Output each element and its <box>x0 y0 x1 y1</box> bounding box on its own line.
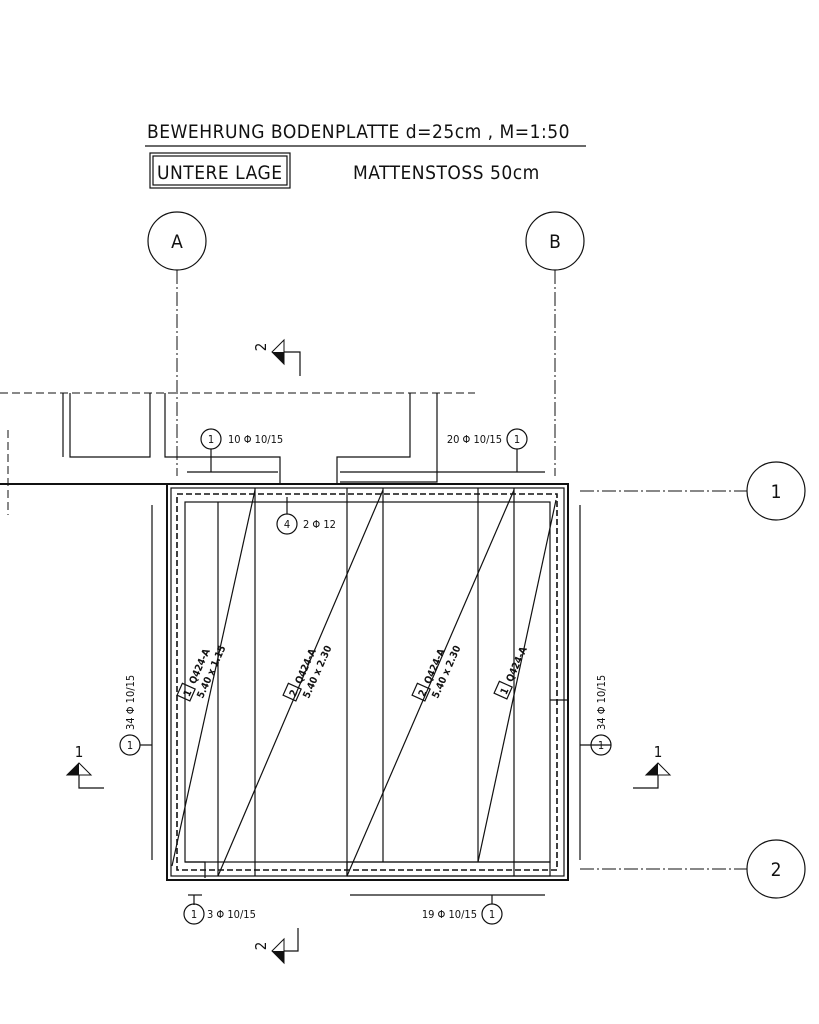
svg-text:2: 2 <box>252 343 270 352</box>
svg-text:B: B <box>549 231 561 253</box>
section-marker-right: 1 <box>633 743 672 789</box>
svg-text:1: 1 <box>182 688 195 698</box>
svg-text:3 Φ 10/15: 3 Φ 10/15 <box>207 908 256 921</box>
section-marker-bottom: 2 <box>252 928 299 965</box>
section-marker-left: 1 <box>65 743 104 789</box>
grid-axis-2: 2 <box>580 839 806 899</box>
svg-text:10 Φ 10/15: 10 Φ 10/15 <box>228 433 283 446</box>
callout-top-left: 1 10 Φ 10/15 <box>187 428 283 473</box>
svg-text:1: 1 <box>191 908 197 921</box>
adjacent-walls <box>0 392 475 515</box>
svg-text:1: 1 <box>499 686 512 696</box>
svg-text:2: 2 <box>771 859 782 881</box>
layer-box-inner <box>152 155 288 186</box>
svg-text:34 Φ 10/15: 34 Φ 10/15 <box>595 675 608 730</box>
mat-label-4: 1 Q424-A <box>493 645 530 700</box>
layer-label: UNTERE LAGE <box>157 162 283 184</box>
layer-box-outer <box>149 152 291 189</box>
grid-axis-b: B <box>525 211 585 476</box>
callout-edge-bar: 4 2 Φ 12 <box>276 497 336 535</box>
svg-text:1: 1 <box>489 908 495 921</box>
svg-text:2: 2 <box>252 942 270 951</box>
svg-text:20 Φ 10/15: 20 Φ 10/15 <box>447 433 502 446</box>
svg-text:1: 1 <box>127 739 133 752</box>
callout-top-right: 1 20 Φ 10/15 <box>340 428 545 473</box>
svg-text:1: 1 <box>75 743 84 761</box>
svg-text:Q424-A: Q424-A <box>505 645 530 683</box>
svg-text:1: 1 <box>598 739 604 752</box>
mat-label-3: 2 Q424-A 5.40 x 2.30 <box>411 644 463 702</box>
svg-text:1: 1 <box>771 481 782 503</box>
mat-lines <box>171 488 557 878</box>
callout-bottom-right: 1 19 Φ 10/15 <box>350 894 545 925</box>
grid-axis-a: A <box>147 211 207 476</box>
callout-bottom-left: 1 3 Φ 10/15 <box>183 894 256 925</box>
callout-right: 1 34 Φ 10/15 <box>579 505 612 860</box>
slab-outline <box>166 483 569 881</box>
svg-text:4: 4 <box>284 518 290 531</box>
svg-text:2 Φ 12: 2 Φ 12 <box>303 518 336 531</box>
grid-axis-1: 1 <box>580 461 806 521</box>
joint-note: MATTENSTOSS 50cm <box>353 162 540 184</box>
callout-left: 1 34 Φ 10/15 <box>119 505 153 860</box>
mat-label-2: 2 Q424-A 5.40 x 2.30 <box>282 644 334 702</box>
section-marker-top: 2 <box>252 338 301 376</box>
svg-text:1: 1 <box>208 433 214 446</box>
svg-text:1: 1 <box>514 433 520 446</box>
svg-text:A: A <box>171 231 183 253</box>
svg-text:1: 1 <box>654 743 663 761</box>
svg-text:2: 2 <box>288 688 301 698</box>
svg-text:19 Φ 10/15: 19 Φ 10/15 <box>422 908 477 921</box>
svg-text:2: 2 <box>417 688 430 698</box>
drawing-title: BEWEHRUNG BODENPLATTE d=25cm , M=1:50 <box>147 121 570 143</box>
svg-text:34 Φ 10/15: 34 Φ 10/15 <box>124 675 137 730</box>
